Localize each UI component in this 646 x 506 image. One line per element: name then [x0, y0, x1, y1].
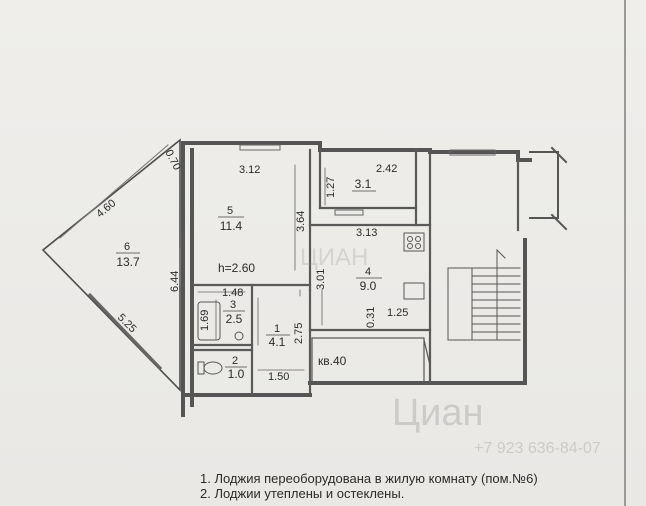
- hall-cabinet: [311, 337, 431, 383]
- dim-275: 2.75: [293, 323, 305, 344]
- room-6-window-bottom: [87, 292, 163, 371]
- room-1-area: 4.1: [269, 335, 286, 349]
- room-3-area: 2.5: [226, 312, 243, 326]
- staircase: [447, 248, 521, 341]
- loggia-2-area: 3.1: [355, 177, 372, 191]
- paper-frame-edge: [624, 0, 626, 506]
- interior-walls: [190, 148, 520, 397]
- ceiling-height: h=2.60: [218, 261, 255, 275]
- dim-127: 1.27: [325, 177, 337, 198]
- watermark-brand: Циан: [392, 392, 484, 434]
- room-5-number: 5: [227, 205, 233, 217]
- dim-301: 3.01: [315, 269, 327, 290]
- bath-fixtures: [197, 301, 244, 375]
- room-6-area: 13.7: [116, 255, 140, 269]
- right-balcony: [529, 146, 568, 231]
- room-4-number: 4: [365, 266, 371, 278]
- note-2: 2. Лоджии утеплены и остеклены.: [200, 486, 405, 501]
- room-2-area: 1.0: [228, 367, 245, 381]
- dim-644: 6.44: [169, 271, 181, 292]
- watermark-phone: +7 923 636-84-07: [474, 440, 601, 457]
- apartment-label: кв.40: [318, 354, 347, 368]
- dim-242: 2.42: [376, 163, 397, 175]
- room-5-area: 11.4: [220, 219, 243, 233]
- room-6-outline: [41, 138, 181, 392]
- windows: [239, 144, 496, 216]
- dim-169: 1.69: [199, 310, 211, 331]
- dim-313: 3.13: [356, 227, 377, 239]
- dim-031: 0.31: [365, 307, 377, 328]
- room-1-number: 1: [274, 323, 280, 335]
- dim-364: 3.64: [295, 211, 307, 232]
- dim-312: 3.12: [239, 164, 260, 176]
- dim-460: 4.60: [94, 197, 118, 220]
- room-6-number: 6: [124, 241, 130, 253]
- room-labels: 6 13.7 5 11.4 4 9.0 3 2.5 2 1.0 1 4.1 3.…: [116, 177, 382, 381]
- dim-148: 1.48: [222, 287, 243, 299]
- stove: [403, 232, 425, 300]
- dim-525: 5.25: [115, 312, 139, 336]
- room-6-window-top: [59, 144, 169, 239]
- room-4-area: 9.0: [360, 279, 377, 293]
- dim-150: 1.50: [268, 371, 289, 383]
- dim-125: 1.25: [387, 307, 408, 319]
- watermark-mid: ЦИАН: [300, 244, 369, 271]
- room-3-number: 3: [230, 299, 236, 311]
- exterior-walls: [181, 141, 532, 417]
- room-2-number: 2: [232, 355, 238, 367]
- dimension-lines: [179, 164, 326, 371]
- note-1: 1. Лоджия переоборудована в жилую комнат…: [200, 471, 538, 486]
